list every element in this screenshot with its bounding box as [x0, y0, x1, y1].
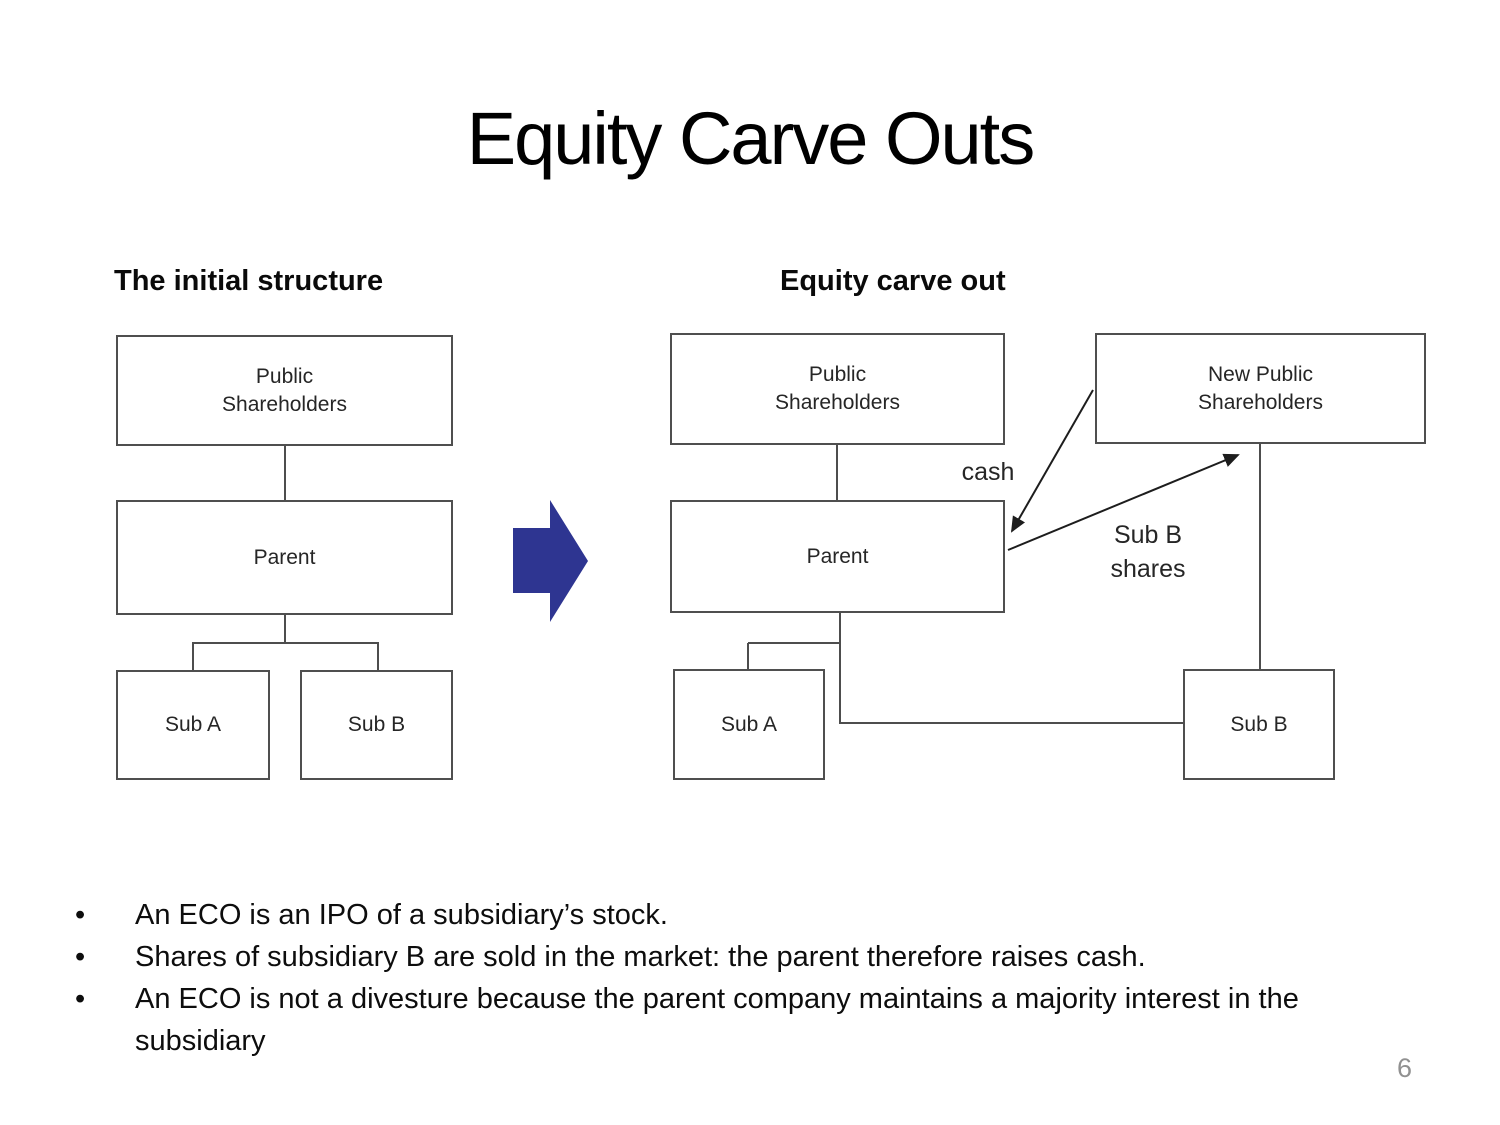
sub-b-shares-label: Sub B shares [1110, 521, 1186, 583]
right-diagram-heading: Equity carve out [780, 265, 1006, 297]
node-sub-a: Sub A [673, 669, 825, 780]
bullet-text: An ECO is not a divesture because the pa… [135, 983, 1299, 1057]
bullet-text: An ECO is an IPO of a subsidiary’s stock… [135, 899, 668, 931]
cash-label: cash [961, 458, 1015, 486]
page-title: Equity Carve Outs [466, 97, 1035, 180]
node-sub-b: Sub B [1183, 669, 1335, 780]
list-item: • An ECO is not a divesture because the … [75, 978, 1375, 1062]
node-public-shareholders: Public Shareholders [670, 333, 1005, 445]
bullet-icon: • [75, 941, 86, 973]
list-item: • Shares of subsidiary B are sold in the… [75, 936, 1375, 978]
cash-arrow [1011, 389, 1094, 533]
bullet-icon: • [75, 983, 86, 1015]
node-sub-a: Sub A [116, 670, 270, 780]
list-item: • An ECO is an IPO of a subsidiary’s sto… [75, 894, 1375, 936]
left-diagram-heading: The initial structure [114, 265, 384, 297]
sub-b-shares-arrow [1007, 453, 1240, 551]
bullet-icon: • [75, 899, 86, 931]
bullet-list: • An ECO is an IPO of a subsidiary’s sto… [75, 894, 1375, 1062]
node-parent: Parent [670, 500, 1005, 613]
node-parent: Parent [116, 500, 453, 615]
node-public-shareholders: Public Shareholders [116, 335, 453, 446]
node-new-public-shareholders: New Public Shareholders [1095, 333, 1426, 444]
page-number: 6 [1396, 1053, 1412, 1083]
transform-arrow-icon [513, 500, 588, 622]
bullet-text: Shares of subsidiary B are sold in the m… [135, 941, 1146, 973]
node-sub-b: Sub B [300, 670, 453, 780]
